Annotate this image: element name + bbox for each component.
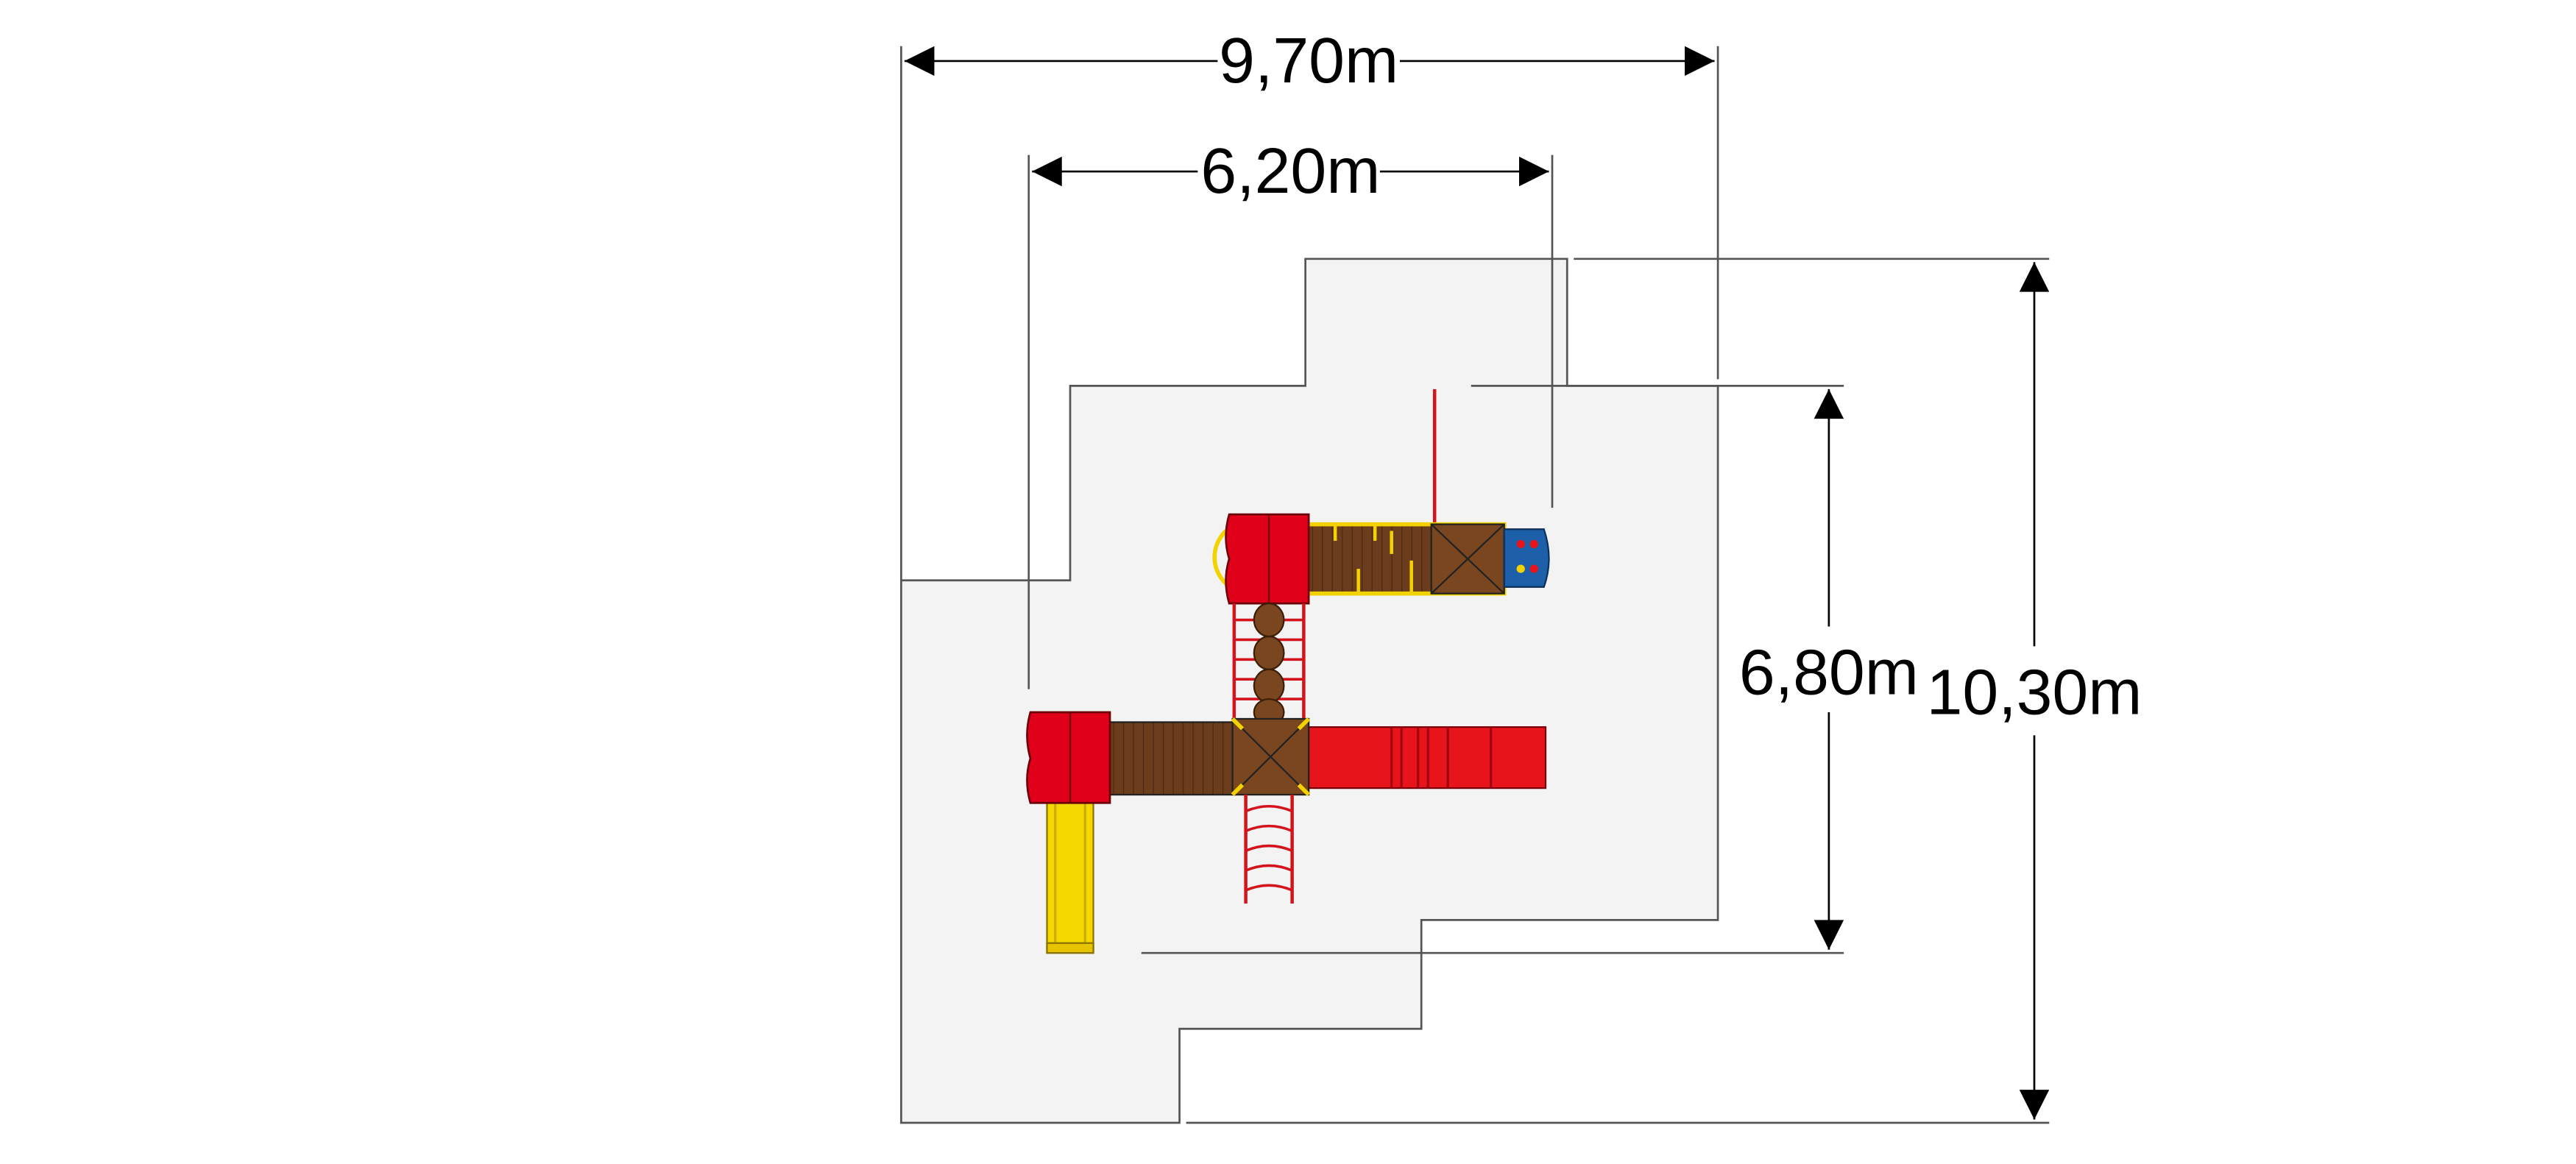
upper-tower-roof — [1225, 513, 1310, 605]
dimension-label-depth-inner: 6,80m — [1739, 636, 1919, 709]
dimension-depth-inner: 6,80m — [1739, 388, 1919, 950]
lower-structure — [1026, 711, 1547, 954]
lower-tower-roof — [1026, 711, 1111, 804]
yellow-slide — [1046, 798, 1094, 954]
dimension-label-width-inner: 6,20m — [1200, 135, 1380, 207]
lower-deck — [1105, 721, 1237, 796]
dimension-width-total: 9,70m — [904, 24, 1715, 96]
safety-area — [900, 258, 1719, 1124]
extension-lines — [900, 46, 2050, 1124]
dimension-label-width-total: 9,70m — [1219, 24, 1398, 96]
dimension-depth-total: 10,30m — [1927, 262, 2142, 1120]
connecting-bridge — [1232, 603, 1306, 727]
upper-structure — [1212, 388, 1550, 605]
dimension-width-inner: 6,20m — [1032, 135, 1549, 207]
blue-game-panel — [1503, 528, 1550, 588]
dimension-label-depth-total: 10,30m — [1927, 656, 2142, 728]
tube-slide — [1304, 726, 1547, 789]
